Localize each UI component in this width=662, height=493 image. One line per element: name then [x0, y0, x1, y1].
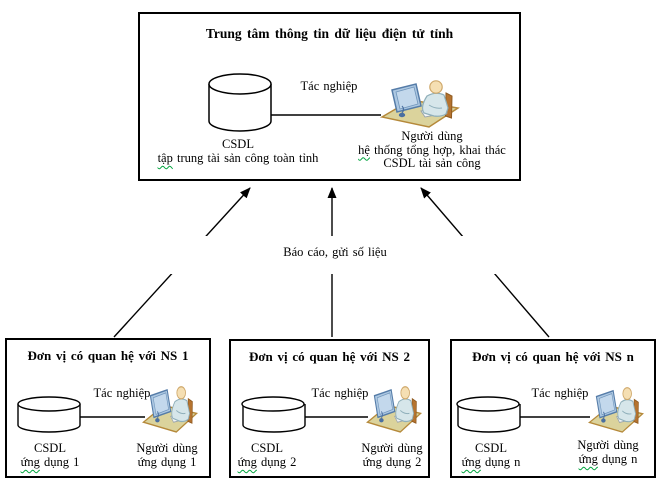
- unit-box-2: Đơn vị có quan hệ với NS 2 Tác nghiệp CS…: [229, 339, 430, 478]
- center-db-label: CSDL tập trung tài sản công toàn tỉnh: [140, 137, 336, 165]
- misspelled-word: hệ: [358, 142, 370, 157]
- misspelled-word: ứng: [578, 452, 598, 466]
- unitn-link-label: Tác nghiệp: [531, 386, 589, 400]
- database-cylinder-icon-unitn: [456, 396, 521, 433]
- unit2-db-label: CSDL ứng dụng 2: [237, 441, 297, 469]
- link-lines: [80, 114, 590, 418]
- center-link-label: Tác nghiệp: [300, 79, 358, 93]
- misspelled-word: tập: [157, 151, 173, 165]
- database-cylinder-icon-center: [208, 73, 272, 132]
- unit1-db-label: CSDL ứng dụng 1: [20, 441, 80, 469]
- unit2-link-label: Tác nghiệp: [311, 386, 369, 400]
- center-box-title: Trung tâm thông tin dữ liệu điện tử tỉnh: [205, 26, 454, 41]
- unitn-db-label: CSDL ứng dụng n: [461, 441, 521, 469]
- unit2-title: Đơn vị có quan hệ với NS 2: [248, 349, 411, 364]
- unit-box-n: Đơn vị có quan hệ với NS n Tác nghiệp CS…: [450, 339, 656, 478]
- center-user-label: Người dùng hệ thống tổng hợp, khai thác …: [352, 129, 512, 171]
- flow-label: Báo cáo, gửi số liệu: [283, 245, 387, 259]
- unit2-user-label: Người dùng ứng dụng 2: [361, 441, 423, 469]
- center-user-label-line2: hệ thống tổng hợp, khai thác: [358, 142, 506, 157]
- unit-box-1: Đơn vị có quan hệ với NS 1 Tác nghiệp CS…: [5, 338, 211, 478]
- center-user-label-line1: Người dùng: [401, 129, 463, 143]
- center-user-label-line3: CSDL tài sản công: [383, 156, 481, 170]
- unitn-title: Đơn vị có quan hệ với NS n: [472, 349, 634, 364]
- unit1-title: Đơn vị có quan hệ với NS 1: [27, 348, 189, 363]
- misspelled-word: ứng: [461, 455, 481, 469]
- unit1-user-label: Người dùng ứng dụng 1: [136, 441, 198, 469]
- center-db-label-line1: CSDL: [222, 137, 254, 151]
- unitn-user-label: Người dùng ứng dụng n: [577, 438, 639, 466]
- center-box: Trung tâm thông tin dữ liệu điện tử tỉnh…: [138, 12, 521, 181]
- database-cylinder-icon-unit2: [241, 396, 306, 433]
- database-cylinder-icon-unit1: [17, 396, 81, 433]
- unit1-link-label: Tác nghiệp: [93, 386, 151, 400]
- flow-label-band: [85, 236, 575, 274]
- center-db-label-line2: tập trung tài sản công toàn tỉnh: [157, 151, 319, 165]
- misspelled-word: ứng: [20, 455, 40, 469]
- misspelled-word: ứng: [237, 455, 257, 469]
